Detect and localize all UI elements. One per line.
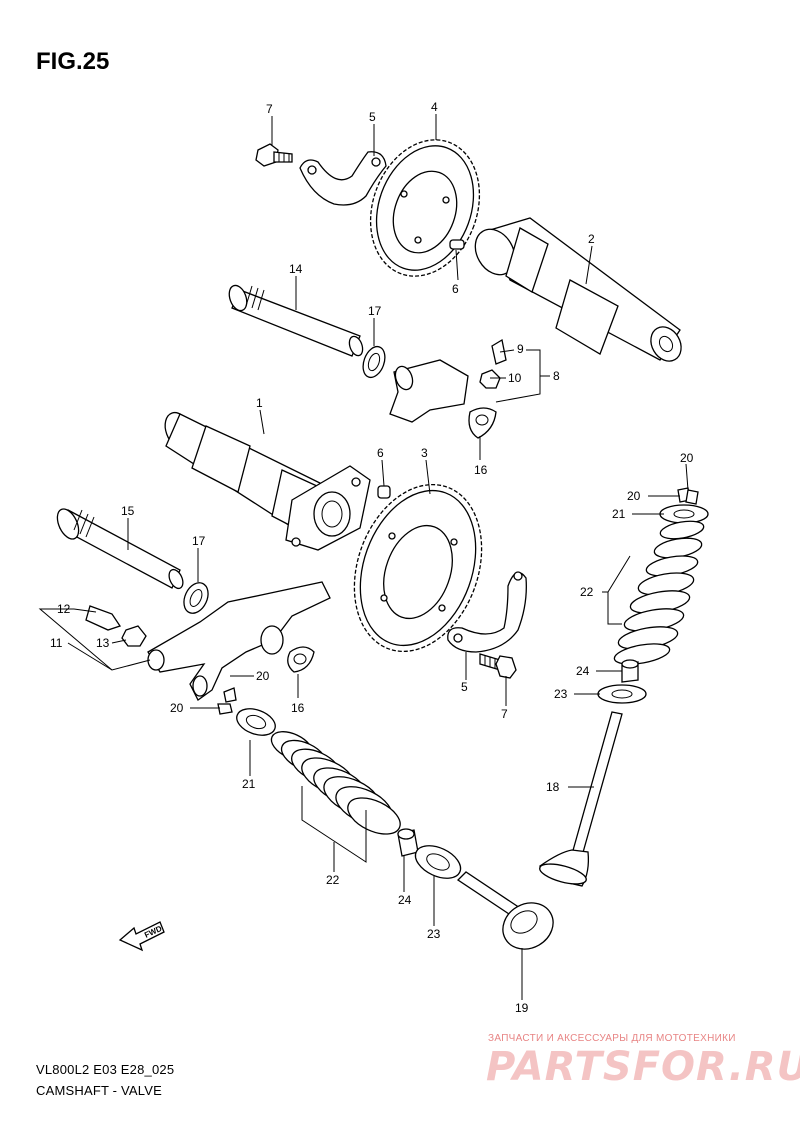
callout-10: 10: [508, 371, 522, 385]
callout-9: 9: [517, 342, 524, 356]
spring-retainer-part-21-right: [659, 504, 709, 524]
washer-part-17-upper: [362, 345, 386, 379]
rocker-shaft-part-14: [228, 284, 364, 357]
bolt-part-7-lower: [479, 653, 517, 679]
callout-24-right: 24: [576, 664, 590, 678]
watermark-logo: PARTSFOR.RU: [486, 1044, 800, 1090]
callout-7-upper: 7: [266, 102, 273, 116]
callout-2: 2: [588, 232, 595, 246]
adjusting-screw-part-9: [491, 338, 507, 365]
callout-22-right: 22: [580, 585, 594, 599]
callout-20-right-side: 20: [627, 489, 641, 503]
spring-retainer-part-21-left: [236, 708, 276, 736]
callout-3: 3: [421, 446, 428, 460]
leader-lines: [38, 114, 689, 1000]
stem-seal-part-24-right: [621, 659, 639, 683]
intake-valve-part-19: [456, 871, 554, 950]
camshaft-part-2: [474, 217, 682, 362]
section-name: CAMSHAFT - VALVE: [36, 1083, 163, 1098]
callout-5-upper: 5: [369, 110, 376, 124]
callout-15: 15: [121, 504, 135, 518]
spring-seat-part-23-right: [597, 684, 647, 704]
watermark-tagline: ЗАПЧАСТИ И АКСЕССУАРЫ ДЛЯ МОТОТЕХНИКИ: [488, 1033, 736, 1044]
model-code: VL800L2 E03 E28_025: [36, 1062, 175, 1077]
rocker-arm-part-11: [85, 581, 331, 701]
callout-20-left-lower: 20: [170, 701, 184, 715]
fwd-direction-arrow: FWD: [118, 921, 165, 952]
callout-16-lower: 16: [291, 701, 305, 715]
stem-seal-part-24-left: [397, 828, 419, 857]
callout-16-upper: 16: [474, 463, 488, 477]
exhaust-valve-part-18: [538, 711, 623, 887]
rocker-shaft-part-15: [56, 508, 184, 590]
callout-22-left: 22: [326, 873, 340, 887]
callout-5-lower: 5: [461, 680, 468, 694]
callout-numbers: 7 5 4 6 2 14 17 9 10 8 16 1 6 3 15 17 12…: [50, 100, 694, 1015]
callout-4: 4: [431, 100, 438, 114]
callout-8: 8: [553, 369, 560, 383]
spring-seat-part-23-left: [414, 845, 462, 879]
figure-title: FIG.25: [36, 48, 110, 75]
bolt-part-7-upper: [255, 143, 293, 167]
valve-cotters-part-20-left: [217, 687, 237, 715]
lock-nut-part-13: [121, 625, 147, 647]
callout-19: 19: [515, 1001, 529, 1015]
dowel-pin-part-6-middle: [377, 485, 391, 499]
callout-20-right-top: 20: [680, 451, 694, 465]
callout-6-upper: 6: [452, 282, 459, 296]
callout-24-left: 24: [398, 893, 412, 907]
callout-21-right: 21: [612, 507, 626, 521]
valve-spring-part-22-right: [613, 520, 705, 665]
plate-part-16-upper: [468, 407, 497, 439]
cam-sprocket-part-3: [353, 483, 483, 653]
callout-11: 11: [50, 636, 63, 650]
callout-12: 12: [57, 602, 71, 616]
valve-cotters-part-20-right: [677, 487, 699, 505]
arrow-left-icon: [118, 921, 165, 952]
valve-spring-part-22-left: [270, 731, 401, 835]
callout-17-upper: 17: [368, 304, 382, 318]
callout-23-right: 23: [554, 687, 568, 701]
plate-part-16-lower: [287, 646, 315, 673]
callout-1: 1: [256, 396, 263, 410]
camshaft-part-1: [164, 411, 371, 551]
callout-17-lower: 17: [192, 534, 206, 548]
bracket-part-5-upper: [299, 151, 387, 206]
callout-14: 14: [289, 262, 303, 276]
callout-21-left: 21: [242, 777, 256, 791]
adjusting-screw-part-12: [85, 605, 122, 631]
dowel-pin-part-6-upper: [449, 239, 465, 250]
callout-23-left: 23: [427, 927, 441, 941]
callout-13: 13: [96, 636, 110, 650]
callout-18: 18: [546, 780, 560, 794]
callout-7-lower: 7: [501, 707, 508, 721]
cam-sprocket-part-4: [369, 139, 481, 277]
rocker-arm-part-8: [389, 338, 507, 423]
lock-nut-part-10: [479, 369, 501, 389]
callout-20-left-upper: 20: [256, 669, 270, 683]
callout-6-middle: 6: [377, 446, 384, 460]
bracket-part-5-lower: [447, 571, 527, 653]
washer-part-17-lower: [183, 582, 209, 614]
